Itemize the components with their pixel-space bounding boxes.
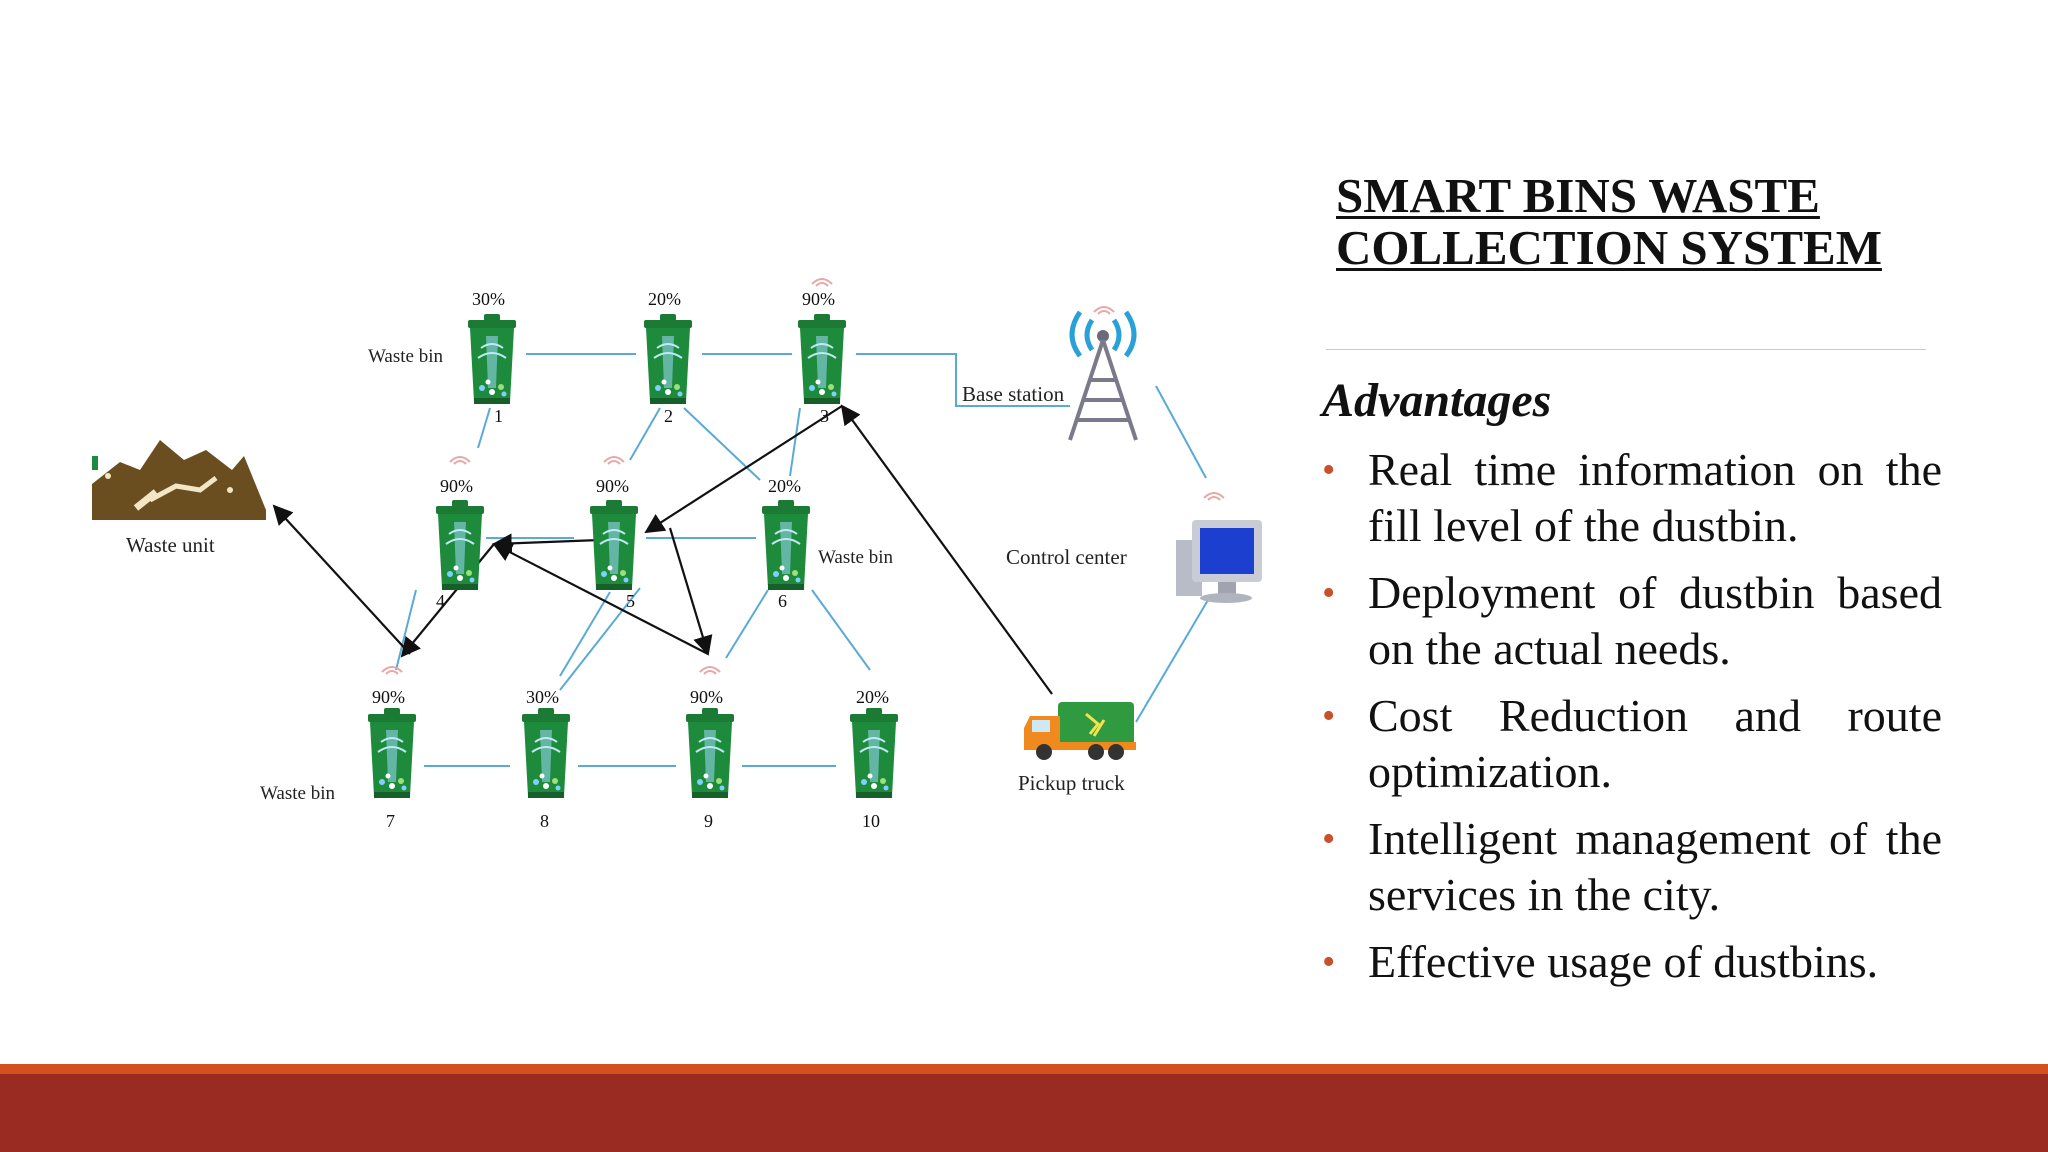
control-center-label: Control center <box>1006 545 1127 569</box>
network-links <box>395 353 1209 767</box>
waste-unit-icon <box>92 440 266 520</box>
base-station-label: Base station <box>962 382 1065 406</box>
bin-2-number: 2 <box>664 406 673 426</box>
list-item: •Intelligent management of the services … <box>1322 813 1942 920</box>
waste-bin-2: 20% 2 <box>643 289 693 426</box>
bin-2-fill: 20% <box>648 289 681 309</box>
list-item: •Cost Reduction and route optimization. <box>1322 690 1942 797</box>
list-item: •Effective usage of dustbins. <box>1322 934 1942 990</box>
waste-bin-9: 90% 9 <box>685 666 735 831</box>
bin-3-number: 3 <box>820 406 829 426</box>
bullet-icon: • <box>1322 941 1336 983</box>
bin-4-number: 4 <box>436 591 445 611</box>
bin-8-number: 8 <box>540 811 549 831</box>
bin-3-fill: 90% <box>802 289 835 309</box>
footer-band <box>0 1074 2048 1152</box>
title-divider <box>1326 349 1926 350</box>
base-station-tower-icon <box>1068 310 1138 441</box>
waste-bin-4: 90% 4 <box>435 456 485 611</box>
waste-bin-8: 30% 8 <box>521 687 571 831</box>
advantages-heading: Advantages <box>1322 374 1552 427</box>
bin-6-fill: 20% <box>768 476 801 496</box>
bullet-icon: • <box>1322 572 1336 614</box>
waste-bin-label-bottom: Waste bin <box>260 783 335 804</box>
bin-10-number: 10 <box>862 811 880 831</box>
bin-1-fill: 30% <box>472 289 505 309</box>
bin-5-number: 5 <box>626 591 635 611</box>
waste-bin-label-mid: Waste bin <box>818 547 893 568</box>
footer-accent-stripe <box>0 1064 2048 1074</box>
waste-bin-label-top: Waste bin <box>368 346 443 367</box>
slide-title-line-1: SMART BINS WASTE <box>1336 168 1820 223</box>
bin-8-fill: 30% <box>526 687 559 707</box>
bin-1-number: 1 <box>494 406 503 426</box>
bin-6-number: 6 <box>778 591 787 611</box>
bin-5-fill: 90% <box>596 476 629 496</box>
advantages-list: •Real time information on the fill level… <box>1322 442 1942 1001</box>
waste-bin-3: 90% 3 <box>797 278 847 426</box>
list-item: •Real time information on the fill level… <box>1322 444 1942 551</box>
list-item: •Deployment of dustbin based on the actu… <box>1322 567 1942 674</box>
pickup-truck-label: Pickup truck <box>1018 771 1125 795</box>
bin-7-number: 7 <box>386 811 395 831</box>
waste-bin-10: 20% 10 <box>849 687 899 831</box>
bin-4-fill: 90% <box>440 476 473 496</box>
bullet-icon: • <box>1322 695 1336 737</box>
pickup-route <box>272 404 1053 695</box>
bullet-icon: • <box>1322 449 1336 491</box>
waste-bin-1: 30% 1 <box>467 289 517 426</box>
bin-9-fill: 90% <box>690 687 723 707</box>
control-center-computer-icon <box>1176 492 1262 603</box>
waste-bin-5: 90% 5 <box>589 456 639 611</box>
pickup-truck-icon <box>1024 702 1136 760</box>
waste-bin-7: 90% 7 <box>367 666 417 831</box>
bin-9-number: 9 <box>704 811 713 831</box>
bullet-icon: • <box>1322 818 1336 860</box>
slide-title: SMART BINS WASTE COLLECTION SYSTEM <box>1336 170 1976 274</box>
waste-unit-label: Waste unit <box>126 533 215 557</box>
bin-10-fill: 20% <box>856 687 889 707</box>
waste-bin-6: 20% 6 <box>761 476 811 611</box>
bin-7-fill: 90% <box>372 687 405 707</box>
slide-title-line-2: COLLECTION SYSTEM <box>1336 220 1882 275</box>
waste-collection-diagram: Waste unit Base station Control center P… <box>92 278 1262 831</box>
